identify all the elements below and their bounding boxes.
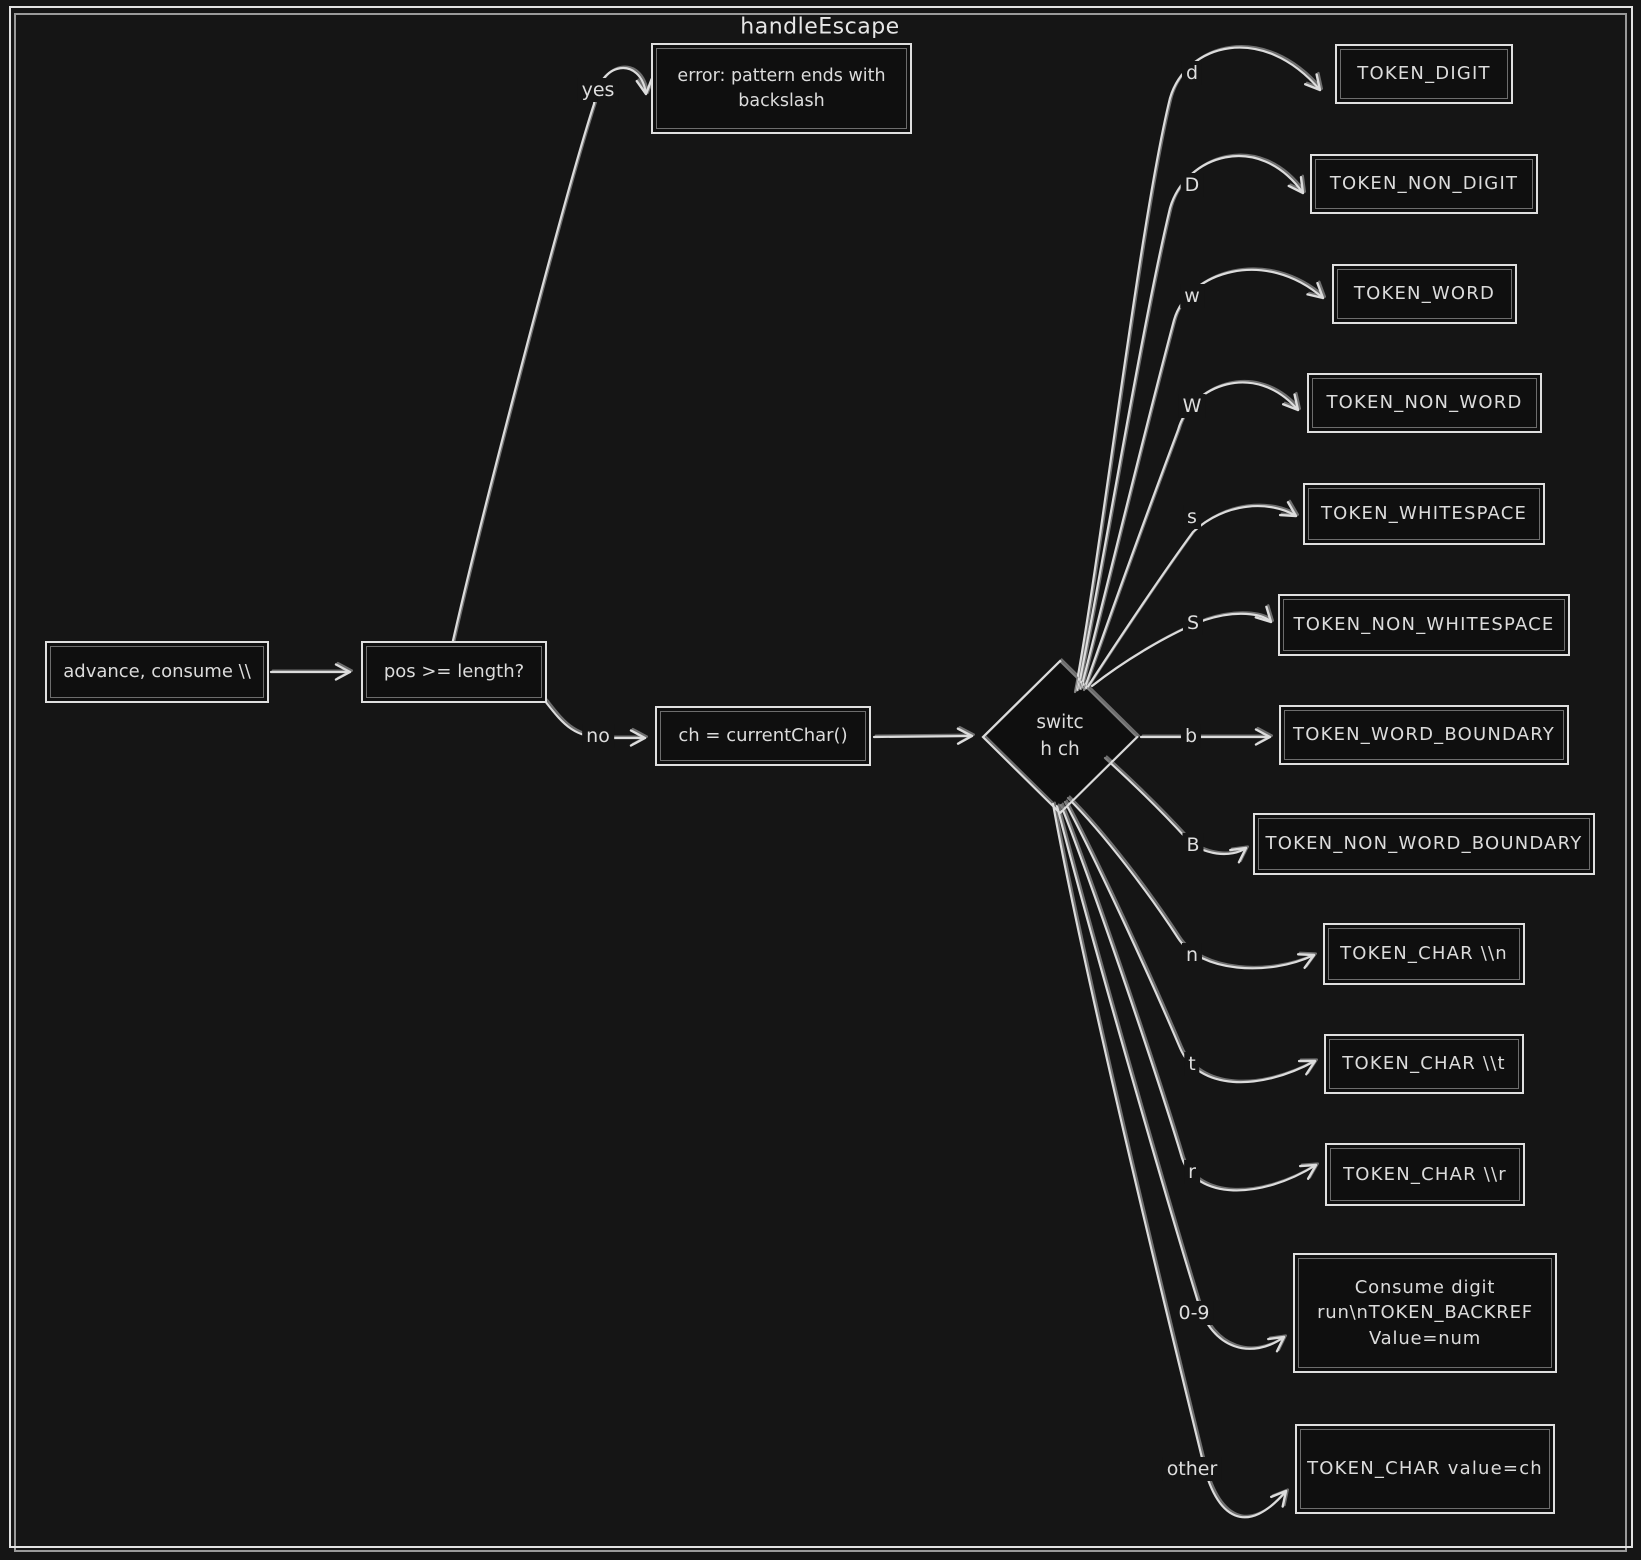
node-token-non-digit: TOKEN_NON_DIGIT: [1310, 154, 1538, 214]
edge-label-cap-d: D: [1180, 173, 1204, 197]
node-pos-check: pos >= length?: [361, 641, 547, 703]
node-current-char: ch = currentChar(): [655, 706, 871, 766]
node-token-non-whitespace: TOKEN_NON_WHITESPACE: [1278, 594, 1570, 656]
edge-case-D: [1076, 154, 1305, 692]
node-token-digit: TOKEN_DIGIT: [1335, 44, 1513, 104]
edge-label-0-9: 0-9: [1174, 1301, 1214, 1325]
node-token-word-boundary: TOKEN_WORD_BOUNDARY: [1279, 705, 1569, 765]
edge-case-S: [1090, 605, 1273, 688]
edge-case-W: [1082, 381, 1300, 692]
switch-label-line2: h ch: [1040, 739, 1080, 760]
edge-case-0-9: [1055, 804, 1286, 1353]
edge-label-cap-s: S: [1182, 611, 1204, 635]
edge-case-n: [1066, 796, 1316, 970]
diagram-title: handleEscape: [740, 14, 900, 40]
node-token-char-newline: TOKEN_CHAR \\n: [1323, 923, 1525, 985]
node-token-char-value: TOKEN_CHAR value=ch: [1295, 1424, 1555, 1514]
node-advance-consume: advance, consume \\: [45, 641, 269, 703]
edge-label-s: s: [1183, 505, 1201, 529]
node-switch-diamond: switc h ch: [1000, 705, 1120, 769]
edge-label-no: no: [582, 724, 614, 748]
edge-label-t: t: [1184, 1052, 1200, 1076]
edge-label-d: d: [1181, 61, 1203, 85]
edge-label-n: n: [1181, 943, 1203, 967]
edge-label-other: other: [1162, 1457, 1222, 1481]
edge-case-B: [1103, 756, 1248, 864]
edge-label-cap-w: W: [1178, 394, 1206, 418]
edge-yes: [450, 67, 653, 647]
frame-border: [9, 6, 1633, 1552]
node-token-non-word-boundary: TOKEN_NON_WORD_BOUNDARY: [1253, 813, 1595, 875]
node-token-backref: Consume digit run\nTOKEN_BACKREF Value=n…: [1293, 1253, 1557, 1373]
edge-label-w: w: [1180, 284, 1204, 308]
edge-case-other: [1051, 802, 1288, 1519]
edge-label-yes: yes: [577, 78, 619, 102]
node-error: error: pattern ends with backslash: [651, 43, 912, 134]
edge-label-r: r: [1184, 1160, 1200, 1184]
edge-label-b: b: [1180, 724, 1202, 748]
node-token-char-tab: TOKEN_CHAR \\t: [1324, 1034, 1524, 1094]
edge-case-w: [1079, 268, 1325, 691]
edge-label-cap-b: B: [1182, 833, 1204, 857]
node-token-char-return: TOKEN_CHAR \\r: [1325, 1143, 1525, 1206]
node-token-whitespace: TOKEN_WHITESPACE: [1303, 483, 1545, 545]
node-token-non-word: TOKEN_NON_WORD: [1307, 373, 1542, 433]
edge-to-switch: [872, 727, 974, 745]
node-token-word: TOKEN_WORD: [1332, 264, 1517, 324]
switch-label-line1: switc: [1036, 712, 1084, 734]
edge-case-d: [1073, 46, 1322, 694]
